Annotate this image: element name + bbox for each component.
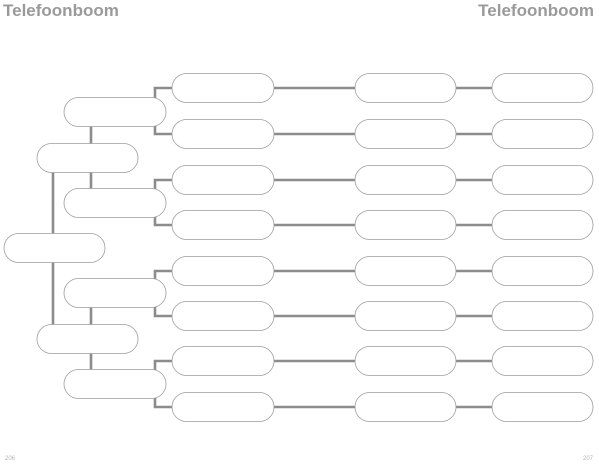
node-level5-1	[491, 73, 594, 103]
page-number-right: 207	[582, 456, 593, 462]
page-number-left: 206	[5, 456, 16, 462]
tree-nodes	[3, 73, 594, 422]
node-level5-2	[491, 119, 594, 149]
node-level4-3	[354, 165, 457, 195]
node-level2-3	[63, 278, 167, 308]
node-level1-2	[36, 324, 139, 354]
node-level4-7	[354, 346, 457, 376]
node-level3-8	[171, 392, 275, 422]
node-level4-1	[354, 73, 457, 103]
node-level5-5	[491, 256, 594, 286]
node-level3-7	[171, 346, 275, 376]
node-level4-4	[354, 210, 457, 240]
node-level3-6	[171, 301, 275, 331]
page-title-left: Telefoonboom	[3, 1, 119, 20]
node-level2-1	[63, 97, 167, 127]
node-level4-6	[354, 301, 457, 331]
node-level2-4	[63, 369, 167, 399]
node-level4-8	[354, 392, 457, 422]
node-level5-7	[491, 346, 594, 376]
node-level5-3	[491, 165, 594, 195]
node-level5-8	[491, 392, 594, 422]
node-root	[3, 233, 106, 263]
node-level4-5	[354, 256, 457, 286]
node-level2-2	[63, 188, 167, 218]
node-level5-4	[491, 210, 594, 240]
node-level3-3	[171, 165, 275, 195]
node-level4-2	[354, 119, 457, 149]
node-level3-5	[171, 256, 275, 286]
tree-connectors	[51, 86, 492, 409]
node-level1-1	[36, 143, 139, 173]
node-level3-1	[171, 73, 275, 103]
page-title-right: Telefoonboom	[478, 1, 594, 20]
node-level5-6	[491, 301, 594, 331]
node-level3-4	[171, 210, 275, 240]
node-level3-2	[171, 119, 275, 149]
